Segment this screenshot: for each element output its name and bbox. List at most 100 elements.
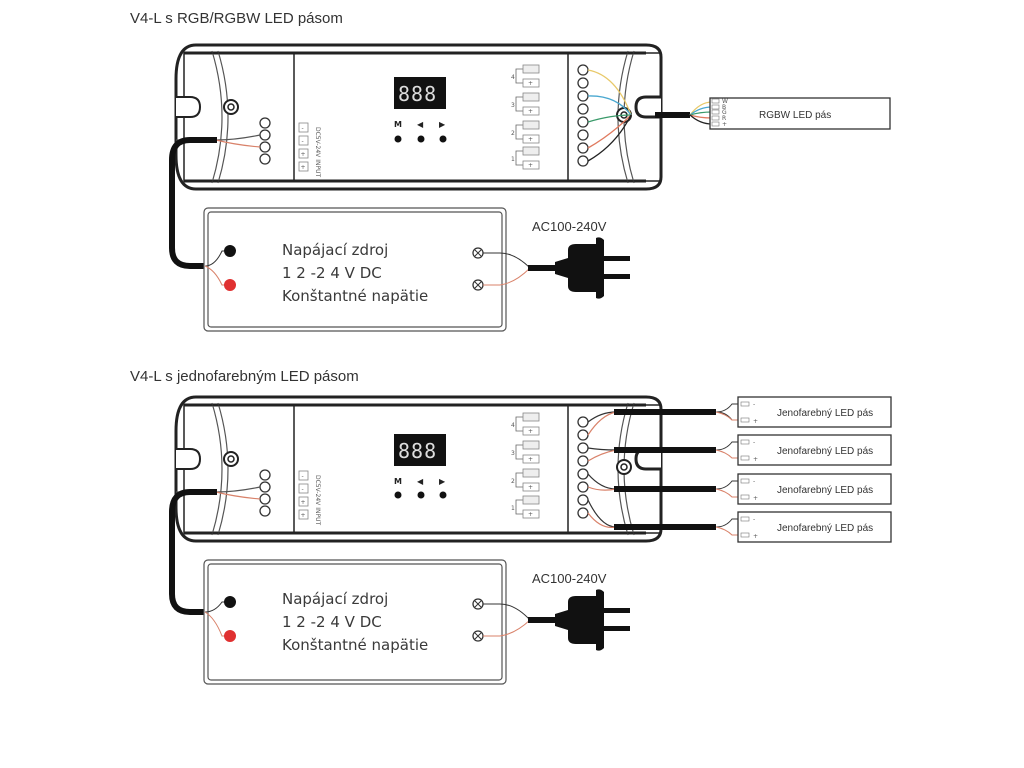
ac-plug-icon [528,589,630,651]
svg-text:1 2 -2 4 V DC: 1 2 -2 4 V DC [282,264,382,282]
button-mode[interactable] [394,491,402,499]
svg-text:2: 2 [511,130,515,137]
led-strips: - + Jenofarebný LED pás - + Jenofarebný … [715,396,892,543]
output-terminal-labels: 4 + 3 + 2 + [511,412,540,519]
svg-text:+: + [528,80,533,87]
led-strip-rgbw: W B G R + RGBW LED pás [709,97,891,130]
svg-text:▶: ▶ [439,477,446,486]
svg-text:Napájací zdroj: Napájací zdroj [282,241,388,259]
button-right[interactable] [439,135,447,143]
svg-text:4: 4 [511,422,515,429]
positive-terminal [224,279,236,291]
svg-text:+: + [528,456,533,463]
svg-text:-: - [753,439,755,446]
ac-plug-icon [528,237,630,299]
controller: - - + + DC5V-24V INPUT 888 M ◀ ▶ [174,43,663,191]
strip-pins: W B G R + [711,98,728,128]
button-right[interactable] [439,491,447,499]
output-terminal-holes [577,64,589,167]
svg-text:R: R [722,115,726,122]
svg-text:DC5V-24V INPUT: DC5V-24V INPUT [314,475,321,525]
button-mode[interactable] [394,135,402,143]
negative-terminal [224,596,236,608]
svg-text:2: 2 [511,478,515,485]
svg-text:1 2 -2 4 V DC: 1 2 -2 4 V DC [282,613,382,631]
diagram-title: V4-L s jednofarebným LED pásom [130,368,359,385]
svg-text:-: - [302,125,304,132]
svg-text:+: + [722,121,727,128]
svg-text:B: B [722,104,726,111]
svg-text:1: 1 [511,505,515,512]
svg-text:-: - [753,516,755,523]
button-left[interactable] [417,135,425,143]
svg-text:+: + [528,511,533,518]
rgbw-wires [587,69,632,162]
svg-text:Konštantné napätie: Konštantné napätie [282,636,428,654]
svg-text:M: M [394,477,402,486]
svg-text:+: + [753,418,758,425]
input-terminal-labels: - - + + DC5V-24V INPUT [298,470,321,525]
strip-label: Jenofarebný LED pás [777,523,873,534]
svg-text:+: + [753,533,758,540]
dc-cable [169,137,217,269]
svg-text:-: - [302,138,304,145]
diagram-single-color: V4-L s jednofarebným LED pásom - - + + D [130,368,892,685]
channel-wires [587,411,617,529]
output-terminal-holes [577,416,589,519]
svg-text:+: + [301,499,306,506]
diagram-title: V4-L s RGB/RGBW LED pásom [130,10,343,27]
led-strip-single: - + Jenofarebný LED pás [715,511,892,543]
svg-text:+: + [528,484,533,491]
dc-cable [169,489,217,615]
svg-text:+: + [753,495,758,502]
ac-voltage-label: AC100-240V [532,571,607,586]
svg-text:+: + [528,136,533,143]
input-terminal-holes [259,469,271,517]
svg-text:3: 3 [511,450,515,457]
strip-label: RGBW LED pás [759,110,831,121]
svg-text:888: 888 [398,82,437,106]
rgbw-cable-wires [689,101,713,125]
negative-terminal [224,245,236,257]
controller: - - + + DC5V-24V INPUT 888 M ◀ ▶ [174,395,663,543]
svg-text:1: 1 [511,156,515,163]
svg-text:+: + [528,428,533,435]
svg-text:◀: ◀ [417,477,424,486]
led-strip-single: - + Jenofarebný LED pás [715,434,892,466]
power-supply: Napájací zdroj 1 2 -2 4 V DC Konštantné … [203,559,531,685]
ac-terminal-icon [472,598,484,610]
svg-text:+: + [301,151,306,158]
strip-label: Jenofarebný LED pás [777,408,873,419]
button-left[interactable] [417,491,425,499]
svg-text:3: 3 [511,102,515,109]
led-strip-single: - + Jenofarebný LED pás [715,396,892,428]
svg-text:4: 4 [511,74,515,81]
svg-text:▶: ▶ [439,120,446,129]
svg-text:-: - [302,473,304,480]
svg-text:W: W [722,98,728,105]
svg-text:M: M [394,120,402,129]
ac-terminal-icon [472,630,484,642]
positive-terminal [224,630,236,642]
svg-text:◀: ◀ [417,120,424,129]
svg-text:+: + [301,512,306,519]
strip-label: Jenofarebný LED pás [777,485,873,496]
led-strip-single: - + Jenofarebný LED pás [715,473,892,505]
svg-text:-: - [753,401,755,408]
svg-text:DC5V-24V INPUT: DC5V-24V INPUT [314,127,321,177]
input-terminal-labels: - - + + DC5V-24V INPUT [298,122,321,177]
ac-terminal-icon [472,247,484,259]
control-buttons: M ◀ ▶ [394,120,447,143]
svg-text:G: G [722,109,727,116]
control-buttons: M ◀ ▶ [394,477,447,499]
svg-text:888: 888 [398,439,437,463]
power-supply: Napájací zdroj 1 2 -2 4 V DC Konštantné … [203,207,531,332]
svg-text:+: + [528,162,533,169]
svg-text:Napájací zdroj: Napájací zdroj [282,590,388,608]
svg-text:+: + [528,108,533,115]
output-terminal-labels: 4 + 3 + 2 + [511,64,540,170]
svg-text:Konštantné napätie: Konštantné napätie [282,287,428,305]
led-display: 888 [394,434,446,466]
led-display: 888 [394,77,446,109]
